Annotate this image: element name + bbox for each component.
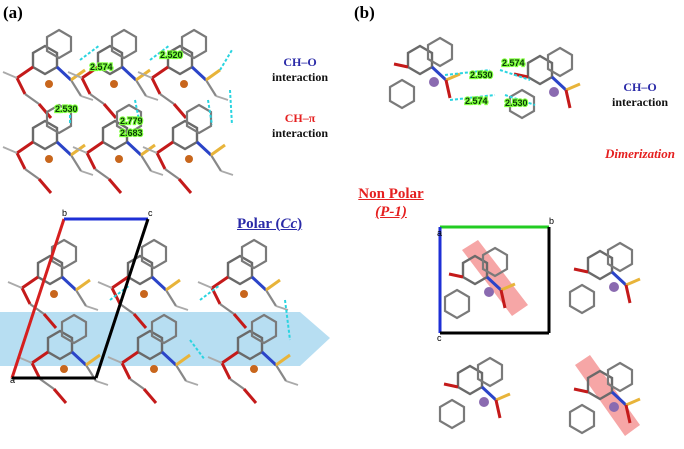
panel-b-bottom-structure: a b c (437, 216, 642, 436)
ch-o-title-b: CH–O (623, 80, 657, 94)
cell-label-c: c (148, 208, 153, 218)
panel-label-a: (a) (3, 3, 23, 22)
distance-label: 2.779 (120, 116, 143, 126)
distance-label: 2.683 (120, 128, 143, 138)
polar-label: Polar (Cc) (237, 216, 302, 233)
distance-label: 2.530 (55, 104, 78, 114)
polar-suffix: ) (297, 216, 303, 232)
ch-pi-subtitle: interaction (272, 126, 328, 140)
nonpolar-line2: (P-1) (375, 204, 407, 220)
distance-label: 2.530 (505, 98, 528, 108)
panel-b-top-structure (388, 36, 582, 120)
cell-label-a: a (10, 375, 15, 385)
polar-prefix: Polar ( (237, 216, 281, 232)
nonpolar-line1: Non Polar (358, 186, 424, 202)
ch-o-subtitle: interaction (272, 70, 328, 84)
dimerization-label: Dimerization (598, 146, 682, 161)
ch-o-title: CH–O (283, 55, 317, 69)
dipole-highlight-1 (462, 240, 528, 316)
ch-o-subtitle-b: interaction (612, 95, 668, 109)
cell-axis-a-line (10, 218, 66, 379)
distance-label: 2.574 (465, 96, 488, 106)
distance-label: 2.574 (90, 62, 113, 72)
panel-label-b: (b) (354, 3, 375, 22)
cell-label-b-b: b (549, 216, 554, 226)
panel-a-top-structure (1, 28, 235, 195)
cell-label-c-b: c (437, 333, 442, 343)
ch-pi-annotation: CH–π interaction (268, 111, 332, 141)
distance-label: 2.520 (160, 50, 183, 60)
ch-pi-title: CH–π (284, 111, 316, 125)
polar-space-group: Cc (280, 216, 298, 232)
panel-a-bottom-structure: b c a (0, 208, 330, 405)
nonpolar-label: Non Polar (P-1) (346, 185, 436, 221)
polar-arrow (0, 312, 330, 366)
distance-label: 2.530 (470, 70, 493, 80)
distance-label: 2.574 (502, 58, 525, 68)
cell-label-a-b: a (437, 228, 442, 238)
ch-o-annotation-b: CH–O interaction (605, 80, 675, 110)
cell-label-b: b (62, 208, 67, 218)
dimerization-text: Dimerization (604, 146, 676, 161)
ch-o-annotation-a: CH–O interaction (268, 55, 332, 85)
